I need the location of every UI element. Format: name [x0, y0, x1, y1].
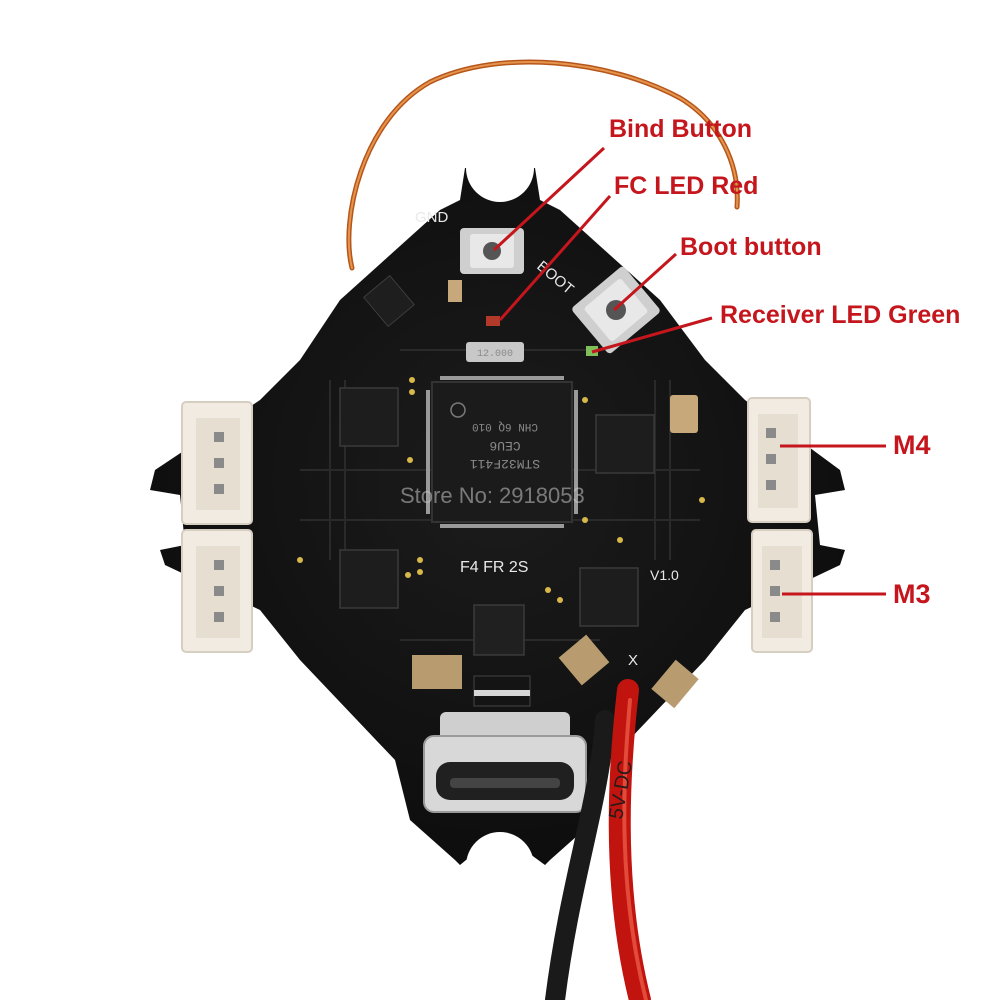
- version-silkscreen: V1.0: [650, 567, 679, 583]
- fc-led-red-label: FC LED Red: [614, 172, 759, 200]
- boot-button-label: Boot button: [680, 233, 822, 261]
- motor-connector-left-top: [181, 401, 253, 525]
- fc-led-red: [486, 316, 500, 326]
- model-silkscreen: F4 FR 2S: [460, 559, 528, 576]
- mcu-marking-line3: CHN 6Q 010: [472, 420, 538, 432]
- crystal-marking: 12.000: [477, 349, 513, 360]
- receiver-led-leader: [591, 316, 713, 354]
- gyro-chip: [473, 604, 525, 656]
- motor-connector-m3: [751, 529, 813, 653]
- boot-button-leader: [612, 252, 678, 312]
- mcu-chip: [431, 381, 573, 523]
- callout-lines: [492, 146, 886, 596]
- esc-chips: [339, 387, 655, 627]
- motor-connector-m4: [747, 397, 811, 523]
- wire-print: 5V-DC: [605, 759, 637, 821]
- regulator-chip: [363, 274, 415, 328]
- m4-label: M4: [893, 430, 931, 460]
- mcu-marking-line1: STM32F411: [470, 456, 540, 471]
- capacitors: [412, 280, 699, 709]
- bind-button-label: Bind Button: [609, 115, 753, 143]
- mcu-marking-line2: CEU6: [489, 438, 520, 453]
- power-wire-red: [608, 679, 651, 1000]
- bind-button: [460, 228, 524, 274]
- motor-connector-left-bottom: [181, 529, 253, 653]
- micro-usb-port: [423, 712, 587, 813]
- m3-label: M3: [893, 579, 931, 609]
- store-watermark: Store No: 2918053: [400, 483, 585, 508]
- fc-led-leader: [498, 195, 612, 321]
- bind-button-leader: [492, 146, 606, 252]
- x-silkscreen: X: [628, 652, 638, 669]
- crystal: [466, 342, 524, 362]
- power-wire-black: [545, 710, 615, 1000]
- gnd-silkscreen: GND: [415, 209, 449, 226]
- receiver-led-green-label: Receiver LED Green: [720, 301, 961, 329]
- mcu-pins: [426, 376, 578, 528]
